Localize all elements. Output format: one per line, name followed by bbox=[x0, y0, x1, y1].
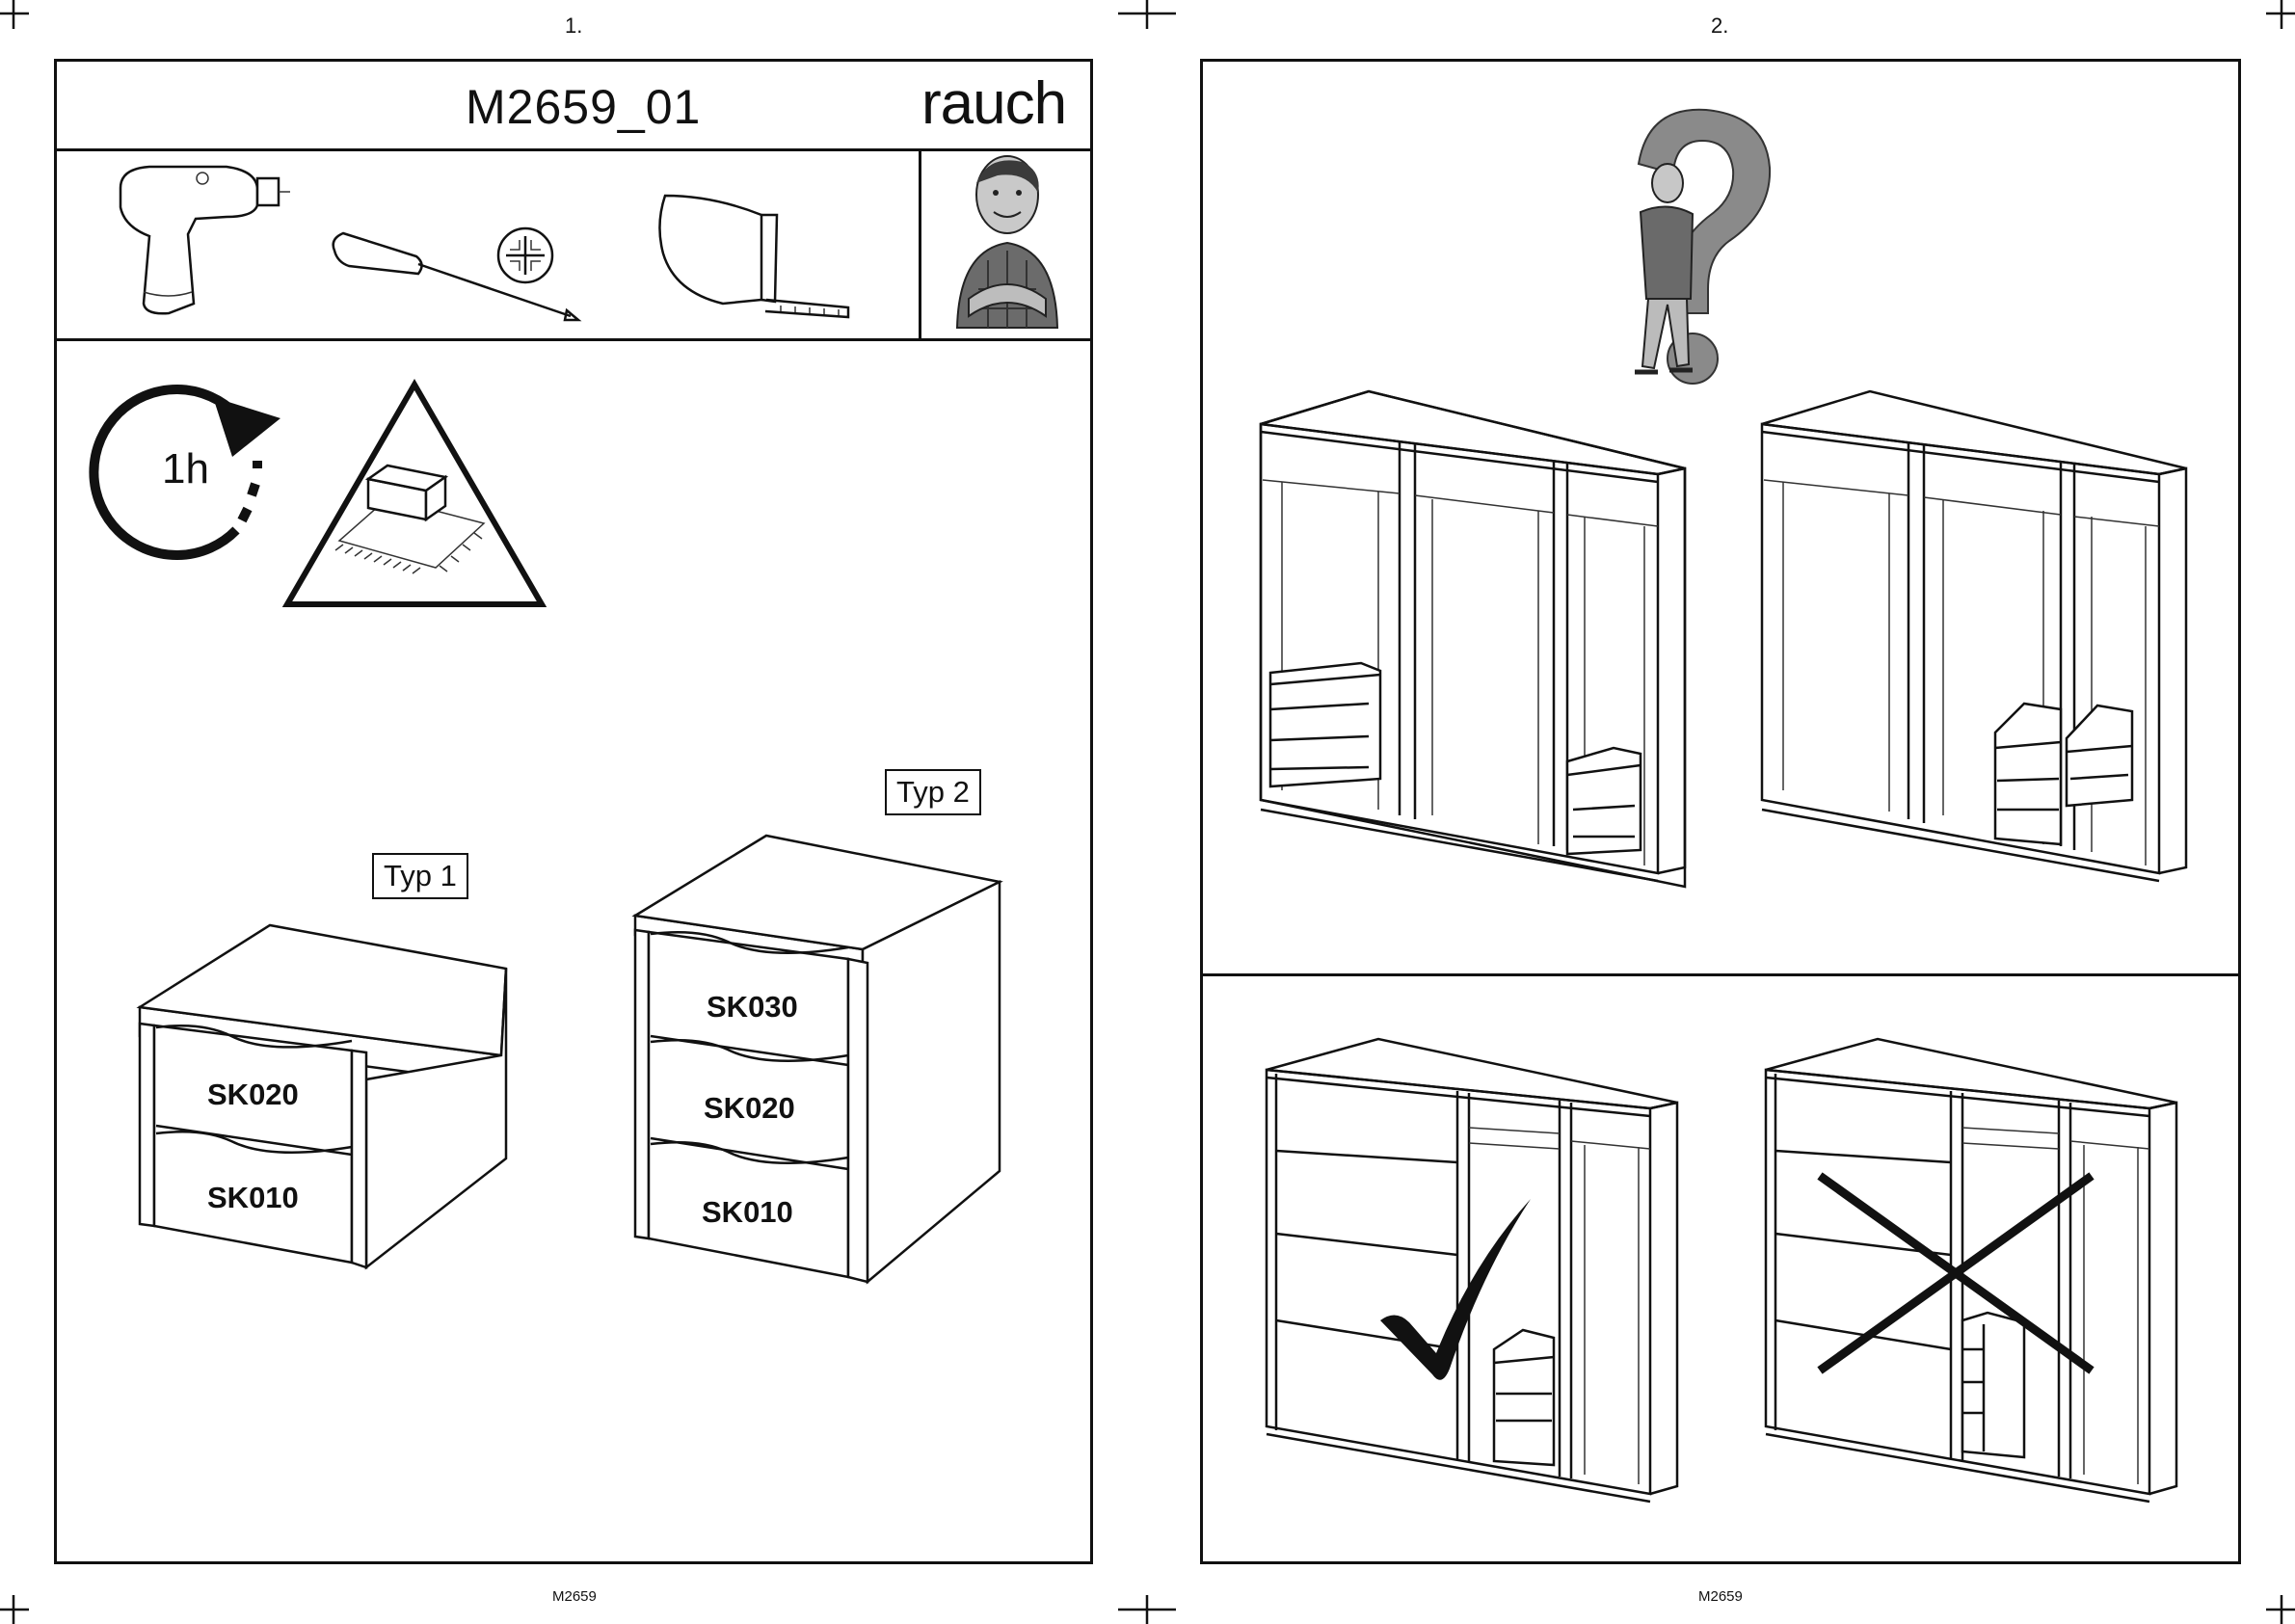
type1-drawer-cabinet bbox=[135, 916, 520, 1291]
drill-icon bbox=[111, 159, 275, 323]
type2-drawer-cabinet bbox=[631, 834, 1017, 1296]
page-number-right: 2. bbox=[1711, 13, 1728, 39]
drawer-label-sk030-typ2: SK030 bbox=[707, 990, 798, 1025]
brand-logo: rauch bbox=[921, 69, 1066, 138]
warning-triangle-icon bbox=[281, 379, 551, 610]
drawer-label-sk010-typ2: SK010 bbox=[702, 1195, 793, 1230]
drawer-label-sk010-typ1: SK010 bbox=[207, 1181, 299, 1215]
helper-avatar bbox=[949, 154, 1065, 333]
tape-measure-icon bbox=[655, 186, 867, 331]
drawer-label-sk020-typ1: SK020 bbox=[207, 1078, 299, 1112]
wardrobe-open-variant-1 bbox=[1253, 386, 1696, 887]
page-number-left: 1. bbox=[565, 13, 582, 39]
type2-label: Typ 2 bbox=[885, 769, 981, 815]
question-mark-helper-icon bbox=[1600, 106, 1793, 395]
model-code-title: M2659_01 bbox=[466, 79, 701, 135]
cross-icon bbox=[1812, 1164, 2101, 1376]
wardrobe-open-variant-2 bbox=[1754, 386, 2198, 887]
footer-left: M2659 bbox=[552, 1588, 597, 1605]
time-badge: 1h bbox=[162, 445, 209, 493]
checkmark-icon bbox=[1376, 1195, 1540, 1388]
type1-label: Typ 1 bbox=[372, 853, 468, 899]
phillips-plus-icon bbox=[496, 226, 554, 284]
footer-right: M2659 bbox=[1698, 1588, 1743, 1605]
drawer-label-sk020-typ2: SK020 bbox=[704, 1091, 795, 1126]
